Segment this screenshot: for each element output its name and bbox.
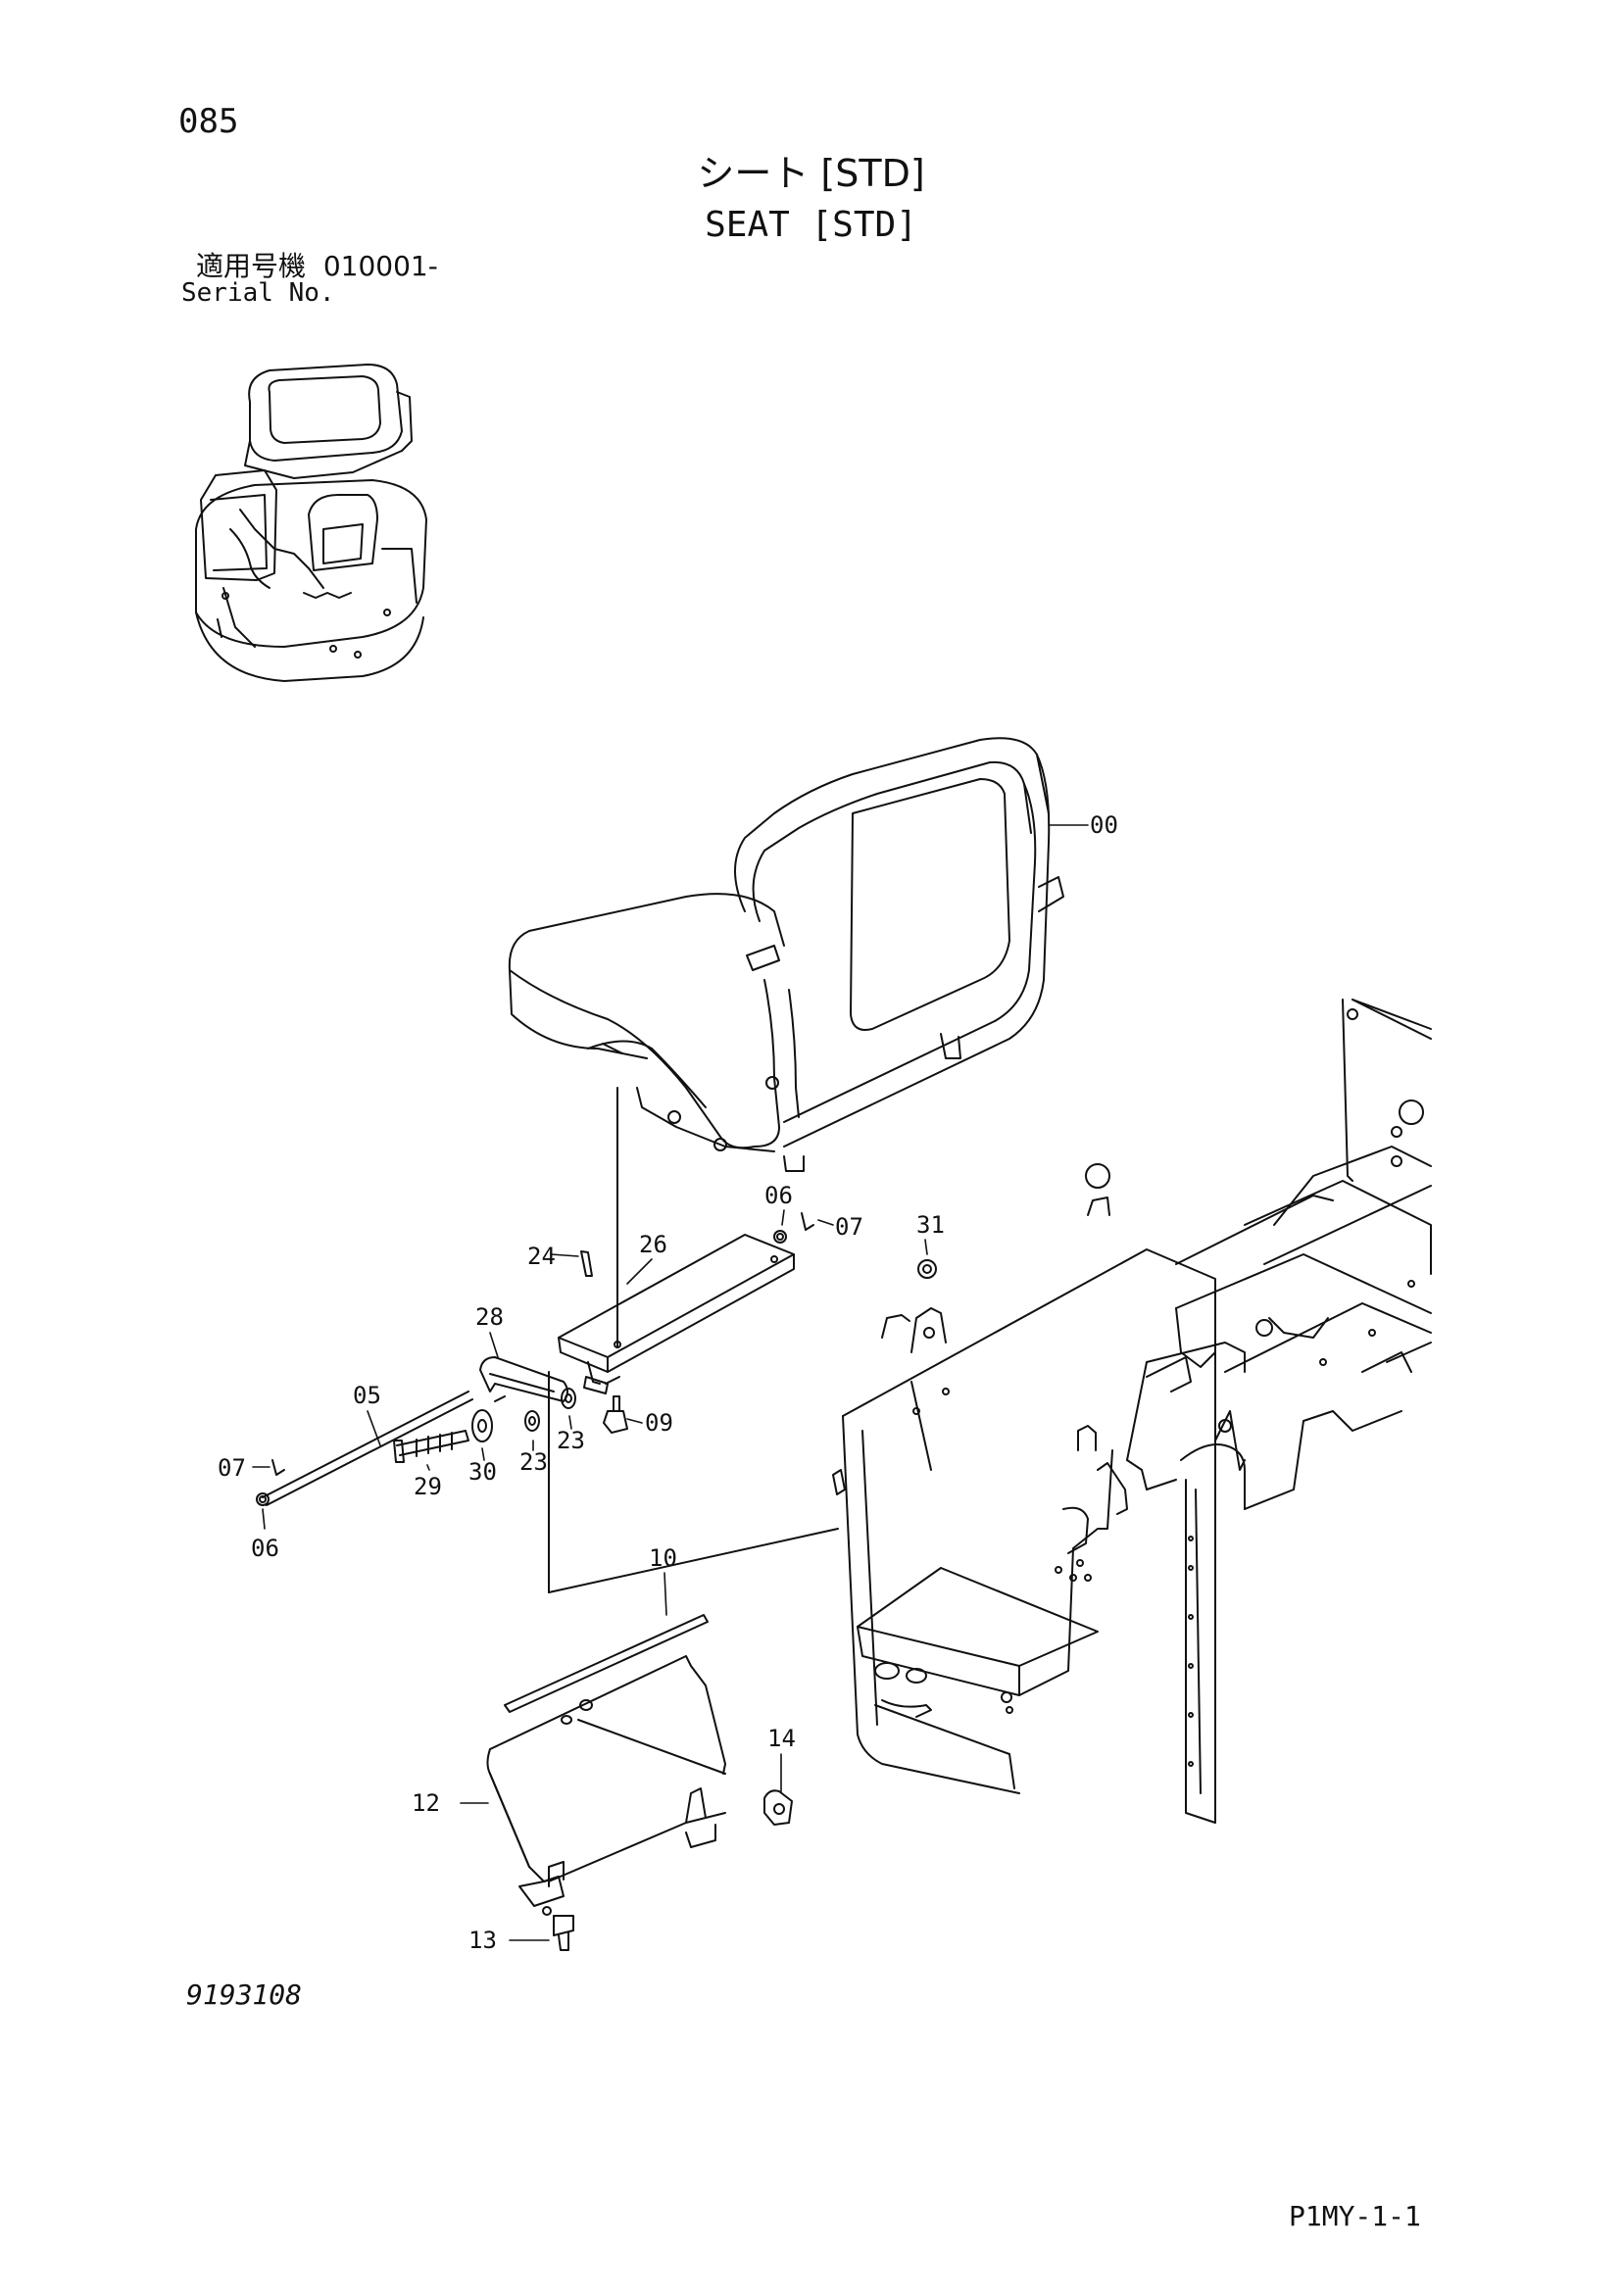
callout-07-lower: 07 bbox=[218, 1454, 246, 1482]
sheet-code: P1MY-1-1 bbox=[1289, 2200, 1421, 2232]
callout-30: 30 bbox=[468, 1458, 497, 1486]
serial-label-japanese: 適用号機 bbox=[196, 250, 307, 282]
callout-23-right: 23 bbox=[557, 1427, 585, 1454]
pins-and-washers bbox=[256, 1212, 937, 1506]
callout-28: 28 bbox=[475, 1303, 504, 1331]
title-english: SEAT [STD] bbox=[705, 205, 917, 245]
seat-rail-plate bbox=[558, 1234, 795, 1394]
callout-06-upper: 06 bbox=[764, 1182, 793, 1209]
callout-10: 10 bbox=[649, 1544, 677, 1572]
callout-00: 00 bbox=[1090, 811, 1118, 839]
callout-05: 05 bbox=[353, 1382, 381, 1409]
callout-29: 29 bbox=[414, 1473, 442, 1500]
leader-lines bbox=[252, 824, 1089, 1941]
title-japanese: シート [STD] bbox=[697, 152, 925, 195]
serial-label-english: Serial No. bbox=[181, 278, 335, 308]
tray-assembly bbox=[486, 1614, 793, 1951]
callout-06-lower: 06 bbox=[251, 1535, 279, 1562]
seat-stand-frame bbox=[832, 999, 1432, 1824]
callout-12: 12 bbox=[412, 1789, 440, 1817]
callout-labels: 00 06 07 31 24 26 28 05 09 23 23 29 30 0… bbox=[218, 811, 1118, 1954]
callout-23-left: 23 bbox=[519, 1448, 548, 1476]
serial-range: 010001- bbox=[322, 250, 438, 282]
callout-31: 31 bbox=[916, 1211, 945, 1239]
callout-26: 26 bbox=[639, 1231, 667, 1258]
callout-07-upper: 07 bbox=[835, 1213, 863, 1241]
reference-number: 9193108 bbox=[186, 1978, 303, 2011]
callout-13: 13 bbox=[468, 1927, 497, 1954]
page-number: 085 bbox=[178, 102, 239, 141]
seat-assembly bbox=[508, 737, 1064, 1172]
callout-24: 24 bbox=[527, 1243, 556, 1270]
callout-14: 14 bbox=[767, 1725, 796, 1752]
callout-09: 09 bbox=[645, 1409, 673, 1437]
machine-overview-inset bbox=[195, 364, 427, 682]
adjust-lever-assembly bbox=[262, 1087, 839, 1593]
serial-range-row: 適用号機 010001- bbox=[196, 253, 438, 280]
